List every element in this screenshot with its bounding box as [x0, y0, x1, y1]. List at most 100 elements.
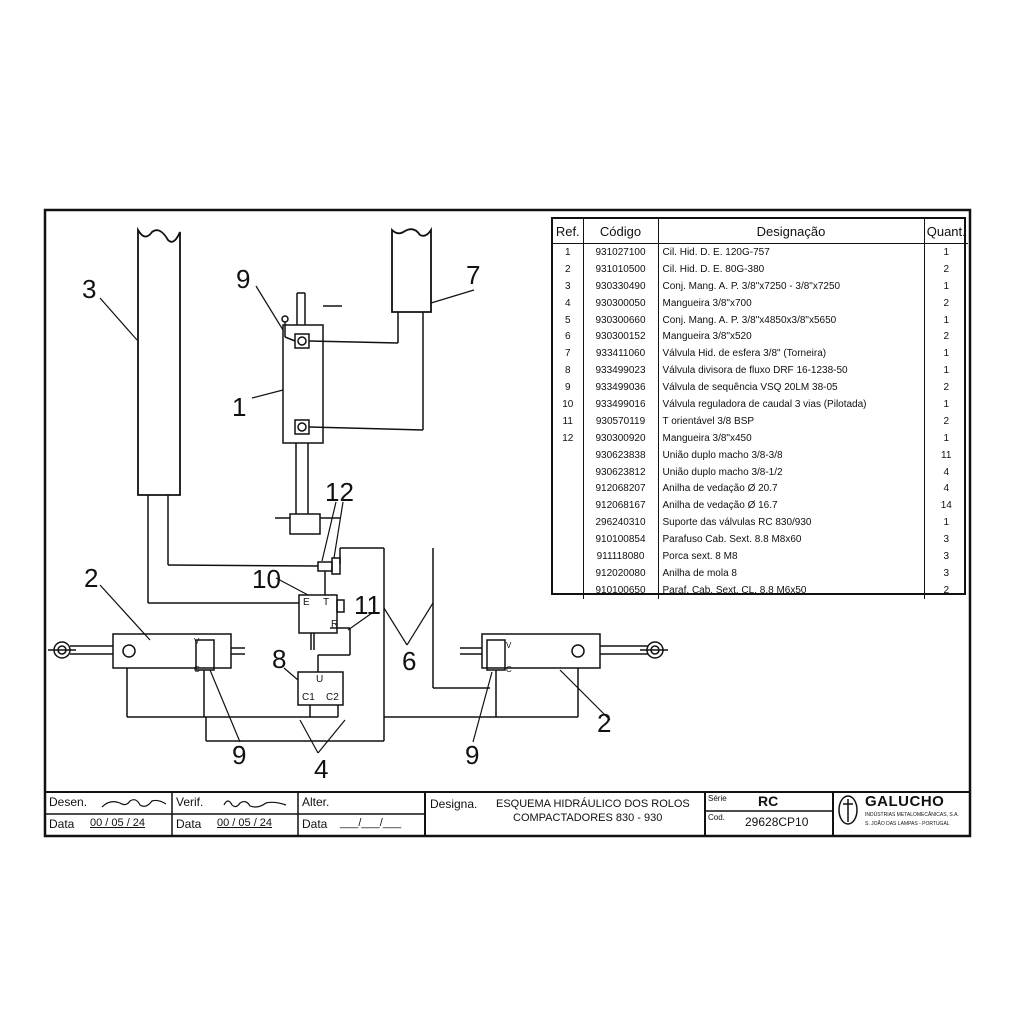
row-ref: 5 [553, 311, 584, 329]
title-block-lines [45, 791, 970, 836]
row-designation: Mangueira 3/8"x700 [658, 294, 925, 312]
row-designation: Parafuso Cab. Sext. 8.8 M8x60 [658, 531, 925, 549]
row-code: 912068167 [583, 497, 659, 515]
row-ref: 7 [553, 345, 584, 363]
flow-regulator-valve-10 [148, 594, 351, 672]
row-code: 930623812 [583, 463, 659, 481]
row-code: 930300920 [583, 429, 659, 447]
row-ref: 4 [553, 294, 584, 312]
callout-leaders [99, 285, 611, 754]
callout-4: 4 [314, 754, 329, 784]
hose-5 [391, 226, 432, 430]
row-qty: 1 [943, 365, 950, 377]
row-ref [553, 463, 584, 481]
verif-label: Verif. [176, 795, 204, 809]
row-ref [553, 581, 584, 599]
row-qty: 2 [943, 584, 950, 596]
callout-3: 3 [82, 274, 97, 304]
row-designation: Mangueira 3/8"x520 [658, 328, 925, 346]
row-ref [553, 446, 584, 464]
drawing-frame [43, 208, 972, 838]
port-e: E [303, 597, 310, 608]
row-designation: União duplo macho 3/8-3/8 [658, 446, 925, 464]
cylinder-3 [137, 226, 181, 603]
row-qty: 11 [941, 449, 952, 461]
row-ref [553, 548, 584, 565]
row-qty: 1 [943, 280, 950, 292]
tee-fitting-11 [167, 547, 385, 717]
row-code: 930300050 [583, 294, 659, 312]
row-ref: 10 [553, 396, 584, 413]
parts-table-header: Ref. Código Designação Quant. [553, 219, 968, 244]
row-qty: 2 [943, 415, 950, 427]
row-qty: 2 [943, 263, 950, 275]
row-ref: 12 [553, 429, 584, 447]
desen-label: Desen. [49, 795, 88, 809]
callout-12: 11 [354, 590, 381, 620]
row-designation: Conj. Mang. A. P. 3/8"x4850x3/8"x5650 [658, 311, 925, 329]
port-u: U [316, 674, 324, 685]
row-code: 930300152 [583, 328, 659, 346]
company-sub: INDÚSTRIAS METALOMECÂNICAS, S.A. [865, 812, 959, 818]
row-designation: Válvula reguladora de caudal 3 vias (Pil… [658, 396, 925, 413]
port-r: R [331, 619, 339, 630]
cod-value: 29628CP10 [745, 815, 809, 829]
designation-line2: COMPACTADORES 830 - 930 [513, 812, 663, 824]
row-ref: 8 [553, 362, 584, 380]
row-code: 931010500 [583, 260, 659, 278]
row-code: 933411060 [583, 345, 659, 363]
row-ref: 1 [553, 243, 584, 261]
row-qty: 3 [943, 534, 950, 546]
serie-label: Série [708, 794, 727, 803]
callout-9-right: 9 [465, 740, 480, 770]
row-qty: 1 [943, 398, 950, 410]
port-t: T [323, 597, 330, 608]
desen-date: 00 / 05 / 24 [90, 817, 146, 829]
row-designation: Válvula divisora de fluxo DRF 16-1238-50 [658, 362, 925, 380]
row-ref: 3 [553, 277, 584, 295]
callout-6: 6 [402, 646, 417, 676]
cylinder-1 [275, 292, 424, 535]
row-ref [553, 497, 584, 515]
row-ref: 9 [553, 379, 584, 397]
port-v-right: V [506, 641, 512, 650]
header-code: Código [583, 219, 659, 244]
verif-signature [223, 800, 287, 808]
verif-data-label: Data [176, 817, 202, 831]
port-v-left: V [194, 637, 200, 646]
header-qty: Quant. [924, 219, 968, 244]
row-qty: 1 [943, 432, 950, 444]
row-qty: 1 [943, 246, 950, 258]
row-qty: 4 [943, 466, 950, 478]
header-designation: Designação [658, 219, 925, 244]
row-code: 912020080 [583, 564, 659, 582]
callout-2-left: 2 [84, 563, 99, 593]
desen-data-label: Data [49, 817, 75, 831]
row-ref: 6 [553, 328, 584, 346]
callout-8: 8 [272, 644, 287, 674]
designa-label: Designa. [430, 797, 478, 811]
company-name: GALUCHO [865, 793, 945, 810]
row-designation: Mangueira 3/8"x450 [658, 429, 925, 447]
row-designation: Anilha de vedação Ø 20.7 [658, 480, 925, 498]
flow-divider-valve-8 [204, 671, 578, 742]
port-c-right: C [506, 665, 512, 674]
alter-data-label: Data [302, 817, 328, 831]
row-designation: Paraf. Cab. Sext. CL. 8.8 M6x50 [658, 581, 925, 599]
